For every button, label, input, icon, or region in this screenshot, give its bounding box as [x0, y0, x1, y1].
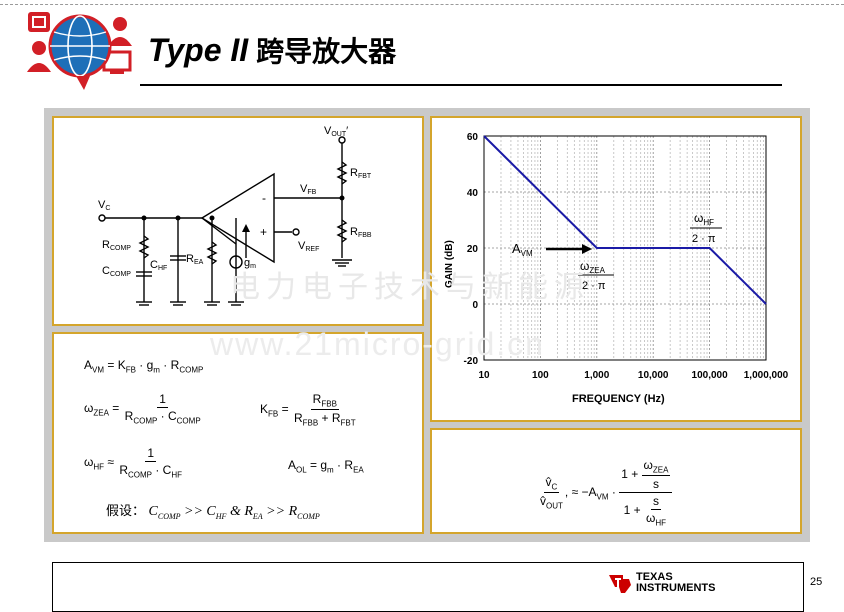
- y-tick-labels: -20 0 20 40 60: [464, 132, 479, 367]
- assumption-text: 假设： CCOMP >> CHF & REA >> RCOMP: [106, 504, 320, 521]
- x-tick-label: 100: [532, 370, 549, 381]
- transconductance-amplifier-schematic: VOUT′ RFBT RFBB VFB VC RCOMP CCOMP CHF R…: [98, 125, 372, 306]
- watermark-url: www.21micro-grid.cn: [210, 326, 545, 362]
- ti-brand-text: TEXAS INSTRUMENTS: [636, 572, 715, 594]
- presentation-logo: [24, 6, 134, 97]
- header-rule: [140, 84, 782, 86]
- gain-curve-series: [483, 135, 767, 305]
- vc-label: VC: [98, 199, 110, 212]
- x-tick-label: 100,000: [692, 370, 729, 381]
- chf-label: CHF: [150, 259, 167, 272]
- watermark-chinese: 电力电子技术与新能源: [230, 270, 590, 305]
- ti-logo-icon: [607, 571, 633, 600]
- y-tick-label: 0: [472, 300, 478, 311]
- y-tick-label: -20: [464, 356, 479, 367]
- wzea-annotation-top: ωZEA: [580, 259, 606, 275]
- top-dashed-rule: [0, 4, 844, 5]
- vref-label: VREF: [298, 240, 319, 253]
- vout-prime-label: VOUT′: [324, 125, 348, 138]
- bode-plot-panel: -20 0 20 40 60 10 100 1,000 10,000 100,000 1,000,…: [430, 116, 802, 422]
- title-chinese: 跨导放大器: [256, 35, 397, 68]
- ti-brand-line2: INSTRUMENTS: [636, 582, 716, 594]
- wzea-annotation-bottom: 2 · π: [582, 280, 606, 292]
- title-english: Type II: [148, 32, 249, 68]
- y-tick-label: 60: [467, 132, 479, 143]
- x-tick-label: 1,000,000: [744, 370, 789, 381]
- rcomp-label: RCOMP: [102, 239, 131, 252]
- y-axis-label: GAIN (dB): [444, 240, 455, 288]
- aol-equation: AOL = gm · REA: [288, 458, 364, 475]
- rea-label: REA: [186, 253, 204, 266]
- x-tick-label: 1,000: [584, 370, 609, 381]
- whf-annotation-top: ωHF: [694, 211, 714, 227]
- x-tick-label: 10,000: [638, 370, 669, 381]
- avm-annotation: AVM: [512, 241, 533, 258]
- plot-frame: [483, 135, 767, 361]
- x-tick-labels: 10 100 1,000 10,000 100,000 1,000,000: [478, 370, 788, 381]
- circuit-panel: VOUT′ RFBT RFBB VFB VC RCOMP CCOMP CHF R…: [52, 116, 424, 326]
- gain-plot: -20 0 20 40 60 10 100 1,000 10,000 100,000 1,000,…: [444, 132, 789, 405]
- vfb-label: VFB: [300, 183, 317, 196]
- globe-people-logo-icon: [27, 12, 132, 90]
- rfbb-label: RFBB: [350, 226, 372, 239]
- x-axis-label: FREQUENCY (Hz): [572, 393, 665, 405]
- ti-brand-line1: TEXAS: [636, 571, 673, 583]
- whf-annotation-bottom: 2 · π: [692, 233, 716, 245]
- page-number: 25: [810, 576, 823, 588]
- avm-arrowhead-icon: [582, 244, 592, 254]
- rfbt-label: RFBT: [350, 167, 372, 180]
- y-tick-label: 20: [467, 244, 479, 255]
- ccomp-label: CCOMP: [102, 265, 131, 278]
- inverting-input-sign: -: [262, 191, 266, 205]
- avm-equation: AVM = KFB · gm · RCOMP: [84, 358, 204, 375]
- gm-label: gm: [244, 257, 256, 270]
- noninverting-input-sign: +: [260, 225, 267, 239]
- y-tick-label: 40: [467, 188, 479, 199]
- x-tick-label: 10: [478, 370, 490, 381]
